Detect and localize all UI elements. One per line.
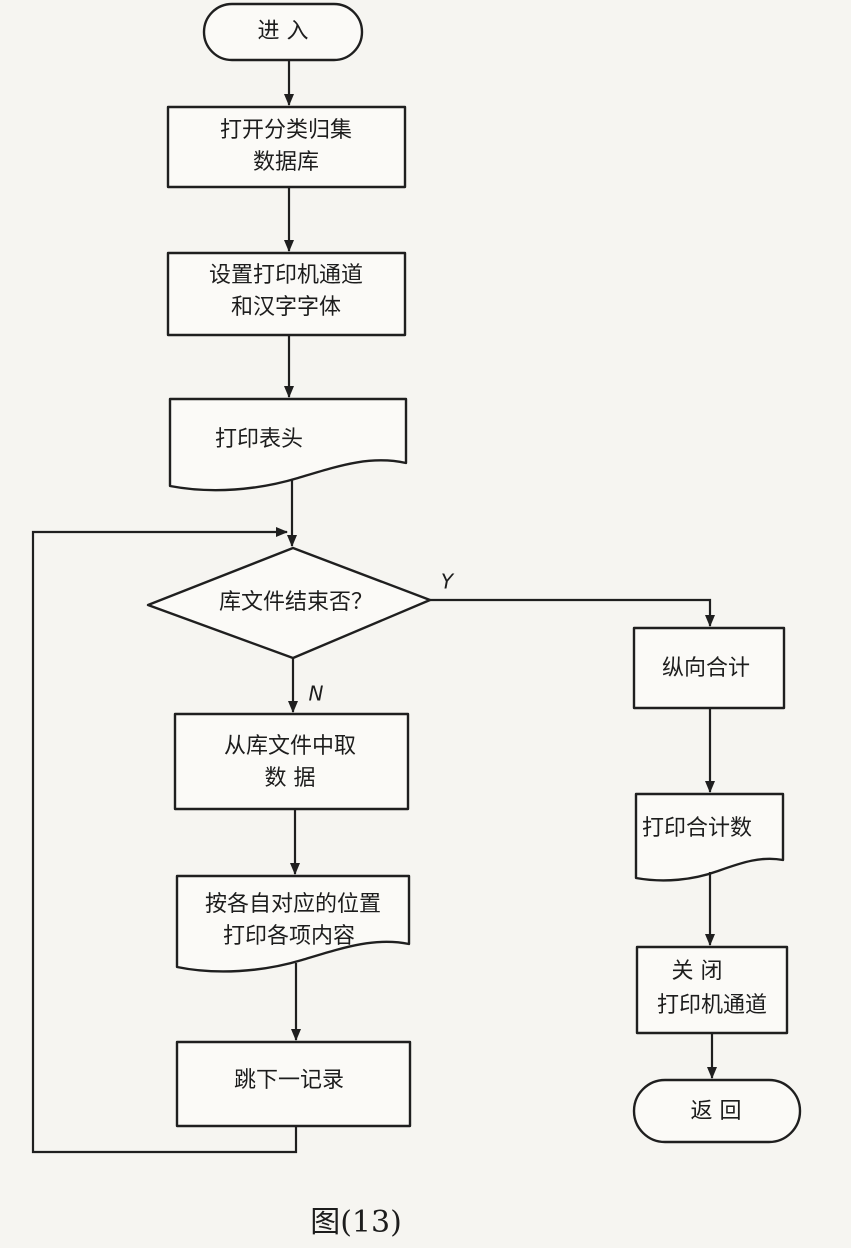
print-items-label-line1: 按各自对应的位置	[205, 892, 381, 917]
print-header-step: 打印表头	[168, 397, 408, 492]
next-record-step: 跳下一记录	[175, 1040, 412, 1128]
no-branch-label: N	[309, 682, 324, 706]
loop-back-arrow	[31, 527, 298, 1154]
set-printer-step: 设置打印机通道 和汉字字体	[166, 251, 407, 337]
close-printer-label-line2: 打印机通道	[657, 993, 767, 1018]
eof-decision: 库文件结束否？	[146, 546, 432, 660]
print-items-label-line2: 打印各项内容	[223, 924, 355, 949]
yes-branch-label: Y	[441, 570, 455, 594]
set-printer-label-line1: 设置打印机通道	[209, 263, 363, 288]
start-terminal: 进 入	[202, 2, 364, 62]
close-printer-step: 关 闭 打印机通道	[635, 945, 789, 1035]
figure-caption: 图(13)	[310, 1205, 402, 1240]
print-total-label: 打印合计数	[642, 816, 752, 841]
open-database-label-line1: 打开分类归集	[220, 118, 352, 143]
yes-branch-arrow	[430, 598, 715, 627]
open-database-step: 打开分类归集 数据库	[166, 105, 407, 189]
open-database-label-line2: 数据库	[253, 150, 319, 175]
print-total-step: 打印合计数	[634, 792, 785, 882]
fetch-data-step: 从库文件中取 数 据	[173, 712, 410, 811]
return-terminal: 返 回	[632, 1078, 802, 1144]
close-printer-label-line1: 关 闭	[672, 959, 723, 984]
start-label: 进 入	[258, 19, 309, 44]
column-total-step: 纵向合计	[632, 626, 786, 710]
print-header-label: 打印表头	[215, 427, 303, 452]
print-items-step: 按各自对应的位置 打印各项内容	[175, 874, 411, 973]
column-total-label: 纵向合计	[662, 656, 750, 681]
eof-decision-label: 库文件结束否？	[219, 590, 373, 615]
set-printer-label-line2: 和汉字字体	[231, 295, 341, 320]
fetch-data-label-line2: 数 据	[265, 766, 316, 791]
fetch-data-label-line1: 从库文件中取	[224, 734, 356, 759]
return-label: 返 回	[691, 1099, 742, 1124]
next-record-label: 跳下一记录	[234, 1068, 344, 1093]
